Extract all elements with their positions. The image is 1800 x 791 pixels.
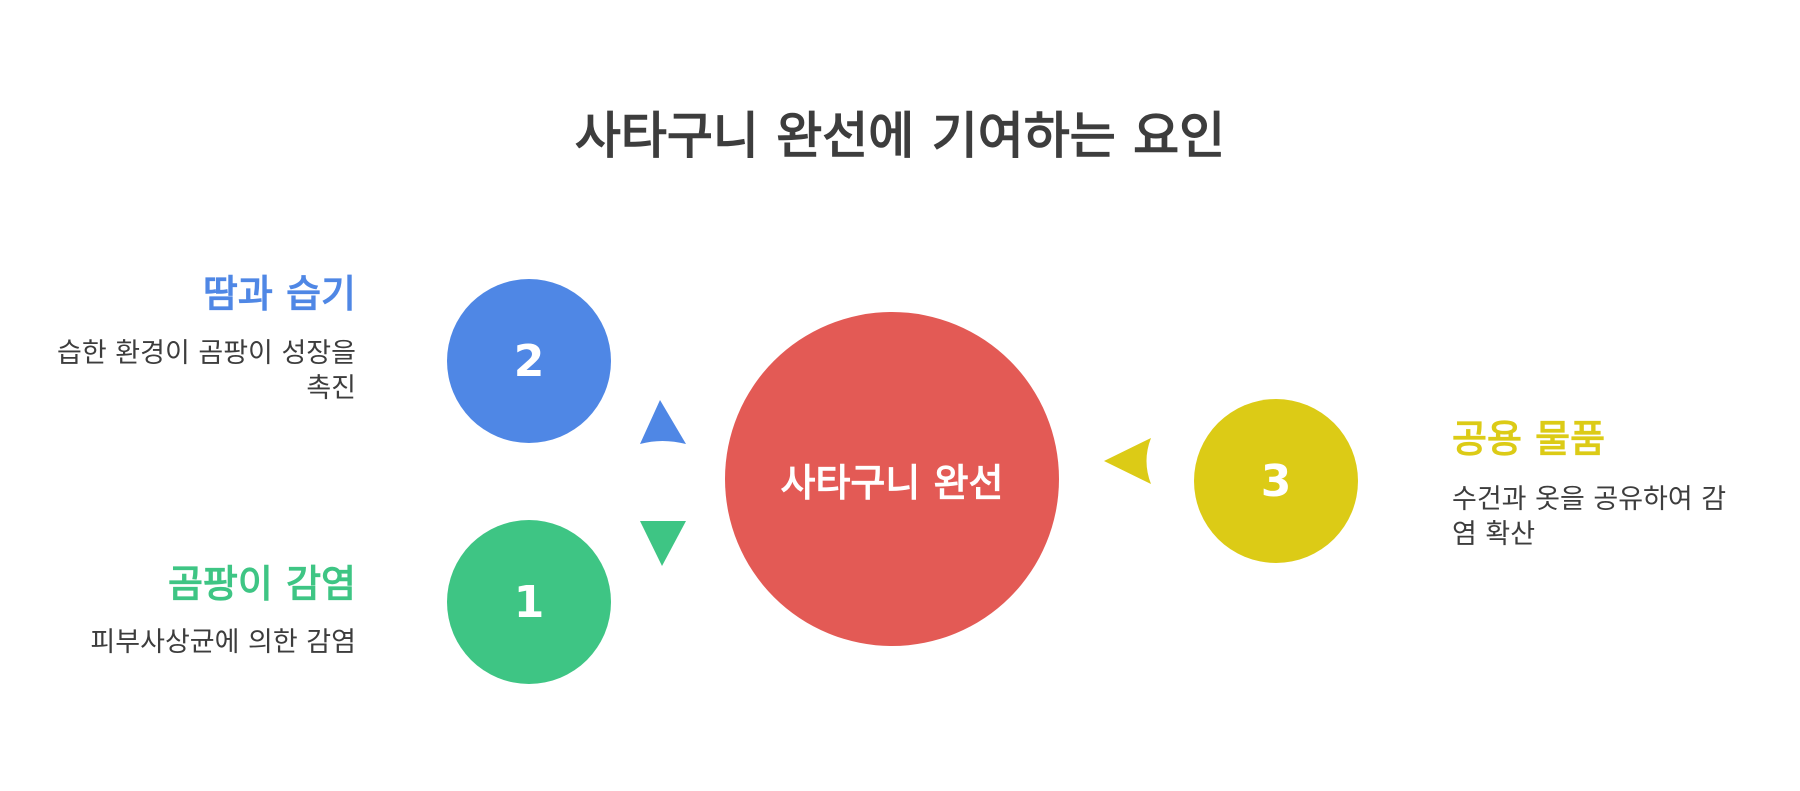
factor-title-3: 공용 물품 — [1452, 417, 1606, 461]
factor-circle-2: 2 — [447, 279, 611, 443]
arrow-left-icon — [1104, 438, 1151, 484]
factor-description-2: 습한 환경이 곰팡이 성장을 촉진 — [57, 338, 356, 404]
factor-title-2: 땀과 습기 — [202, 272, 356, 316]
factor-title-1: 곰팡이 감염 — [167, 562, 356, 606]
factor-description-1: 피부사상균에 의한 감염 — [90, 627, 356, 658]
arrow-up-icon — [640, 400, 686, 444]
factor-number: 3 — [1260, 455, 1292, 507]
diagram-title: 사타구니 완선에 기여하는 요인 — [574, 107, 1226, 165]
center-label: 사타구니 완선 — [780, 460, 1004, 505]
factor-circle-3: 3 — [1194, 399, 1358, 563]
arrow-down-icon — [640, 521, 686, 566]
factor-number: 1 — [513, 576, 545, 628]
factor-number: 2 — [513, 335, 545, 387]
factor-circle-1: 1 — [447, 520, 611, 684]
center-circle: 사타구니 완선 — [725, 312, 1059, 646]
factor-description-3: 수건과 옷을 공유하여 감염 확산 — [1452, 484, 1727, 550]
